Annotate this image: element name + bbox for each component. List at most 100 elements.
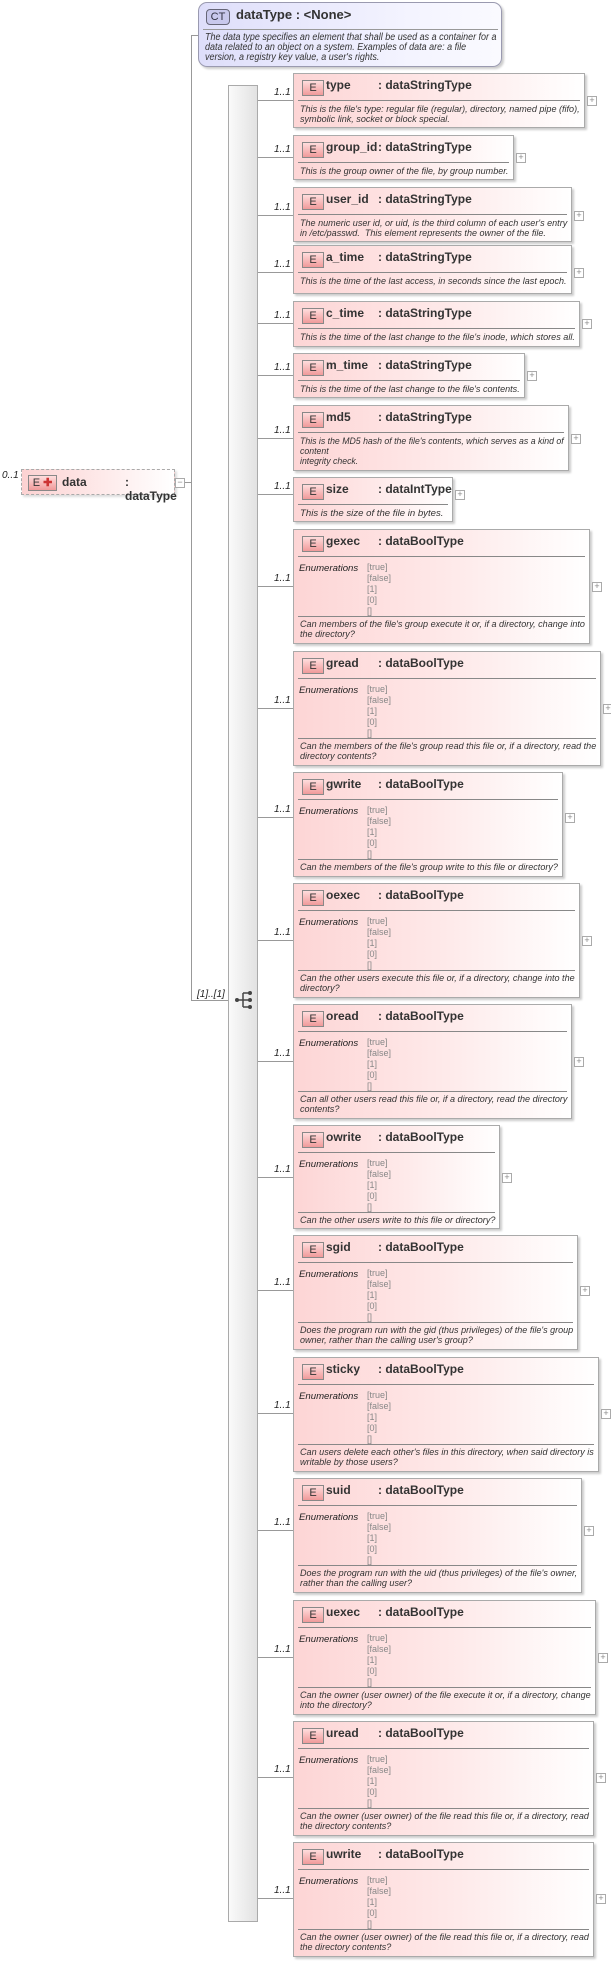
element-type: : dataStringType: [378, 140, 472, 154]
element-name: user_id: [326, 192, 369, 206]
expand-icon[interactable]: +: [596, 1773, 606, 1783]
enumeration-value: [false]: [367, 1169, 392, 1179]
connector-line: [258, 1177, 293, 1178]
collapse-icon[interactable]: −: [175, 478, 185, 488]
connector-line: [258, 1657, 293, 1658]
enumeration-value: []: [367, 1677, 373, 1687]
element-badge: E: [302, 142, 324, 158]
divider: [298, 1444, 594, 1445]
enumerations-label: Enumerations: [299, 1038, 359, 1049]
connector-line: [258, 1530, 293, 1531]
connector-line: [258, 272, 293, 273]
element-description: The numeric user id, or uid, is the thir…: [300, 218, 568, 239]
divider: [298, 272, 567, 273]
element-name: gwrite: [326, 777, 362, 791]
expand-icon[interactable]: +: [601, 1409, 611, 1419]
connector-line: [258, 708, 293, 709]
divider: [298, 162, 509, 163]
element-name: uexec: [326, 1605, 361, 1619]
expand-icon[interactable]: +: [527, 371, 537, 381]
element-description: Does the program run with the uid (thus …: [300, 1568, 578, 1589]
element-badge: E: [302, 658, 324, 674]
expand-icon[interactable]: +: [574, 268, 584, 278]
element-badge: E: [302, 1242, 324, 1258]
divider: [298, 1262, 573, 1263]
element-type: : dataStringType: [378, 358, 472, 372]
expand-icon[interactable]: +: [582, 319, 592, 329]
element-description: Can users delete each other's files in t…: [300, 1447, 594, 1468]
expand-icon[interactable]: +: [574, 211, 584, 221]
expand-icon[interactable]: +: [502, 1173, 512, 1183]
enumeration-value: []: [367, 1555, 373, 1565]
element-description: Can the other users execute this file or…: [300, 973, 575, 994]
expand-icon[interactable]: +: [592, 582, 602, 592]
enumeration-value: [true]: [367, 805, 388, 815]
connector-line: [258, 215, 293, 216]
expand-icon[interactable]: +: [455, 490, 465, 500]
expand-icon[interactable]: +: [565, 813, 575, 823]
expand-icon[interactable]: +: [574, 1057, 584, 1067]
enumeration-value: [1]: [367, 938, 378, 948]
element-name: c_time: [326, 306, 365, 320]
enumeration-value: []: [367, 849, 373, 859]
element-type: : dataBoolType: [378, 1240, 464, 1254]
expand-icon[interactable]: +: [571, 434, 581, 444]
element-multiplicity: 1..1: [274, 259, 291, 270]
expand-icon[interactable]: +: [584, 1526, 594, 1536]
expand-icon[interactable]: +: [580, 1286, 590, 1296]
expand-icon[interactable]: +: [603, 704, 611, 714]
root-element-data[interactable]: E ✚ data : dataType: [21, 469, 177, 503]
element-type: : dataBoolType: [378, 1483, 464, 1497]
expand-icon[interactable]: +: [516, 153, 526, 163]
element-type: : dataBoolType: [378, 1009, 464, 1023]
connector-line: [258, 1290, 293, 1291]
element-badge: E: [302, 1132, 324, 1148]
element-type: : dataBoolType: [378, 656, 464, 670]
element-badge: E: [302, 80, 324, 96]
expand-icon[interactable]: +: [598, 1653, 608, 1663]
connector-line: [258, 940, 293, 941]
connector-line: [258, 323, 293, 324]
enumeration-value: [false]: [367, 695, 392, 705]
enumerations-label: Enumerations: [299, 1512, 359, 1523]
expand-icon[interactable]: +: [587, 96, 597, 106]
divider: [298, 504, 448, 505]
enumeration-value: [false]: [367, 573, 392, 583]
enumeration-value: [true]: [367, 1390, 388, 1400]
expand-icon[interactable]: +: [596, 1894, 606, 1904]
element-description: This is the time of the last change to t…: [300, 332, 575, 343]
divider: [298, 678, 596, 679]
enumeration-value: [1]: [367, 1655, 378, 1665]
sequence-icon: [235, 991, 252, 1009]
expand-icon[interactable]: +: [582, 936, 592, 946]
element-badge: E: [302, 194, 324, 210]
element-description: Can the members of the file's group writ…: [300, 862, 558, 873]
element-badge: E: [302, 1607, 324, 1623]
complex-type-box[interactable]: CT dataType : <None> The data type speci…: [198, 2, 502, 67]
element-name: sticky: [326, 1362, 361, 1376]
element-multiplicity: 1..1: [274, 1400, 291, 1411]
element-description: Can the owner (user owner) of the file r…: [300, 1811, 589, 1832]
element-name: owrite: [326, 1130, 362, 1144]
element-name: type: [326, 78, 351, 92]
